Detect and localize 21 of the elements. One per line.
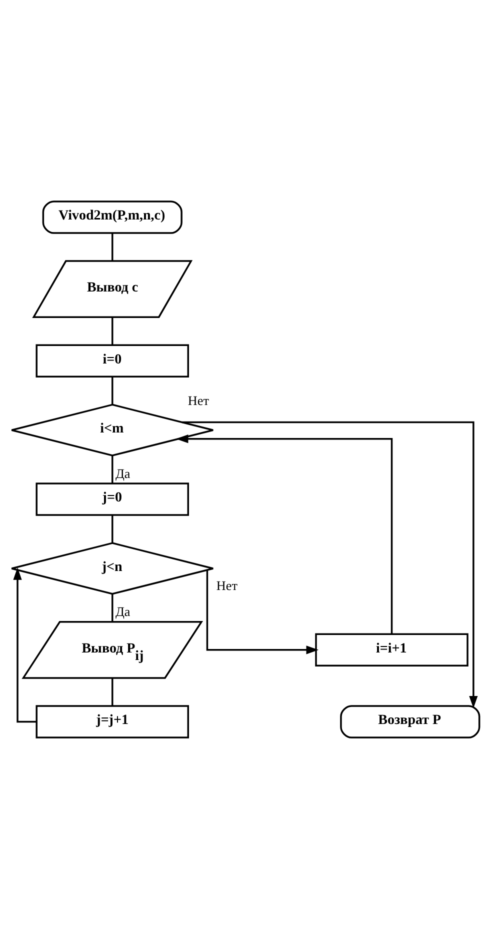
- connector: [112, 594, 114, 622]
- arrow: [206, 570, 319, 654]
- node-box: Возврат P: [340, 704, 480, 738]
- node-box: i=i+1: [315, 632, 468, 666]
- node-box: j=j+1: [36, 704, 189, 738]
- arrow: [176, 434, 393, 634]
- connector: [112, 316, 114, 345]
- connector: [112, 232, 114, 261]
- node-box: Vivod2m(P,m,n,c): [42, 200, 182, 234]
- node-box: i=0: [36, 344, 189, 378]
- arrow: [13, 567, 36, 722]
- edge-label: Да: [115, 604, 130, 619]
- connector: [112, 678, 114, 706]
- connector: [112, 455, 114, 483]
- node-diamond: j<n: [10, 542, 214, 594]
- connector: [112, 514, 114, 543]
- connector: [112, 376, 114, 404]
- edge-label: Да: [115, 465, 130, 480]
- node-box: j=0: [36, 482, 189, 516]
- edge-label: Нет: [216, 578, 238, 593]
- arrow: [182, 420, 478, 708]
